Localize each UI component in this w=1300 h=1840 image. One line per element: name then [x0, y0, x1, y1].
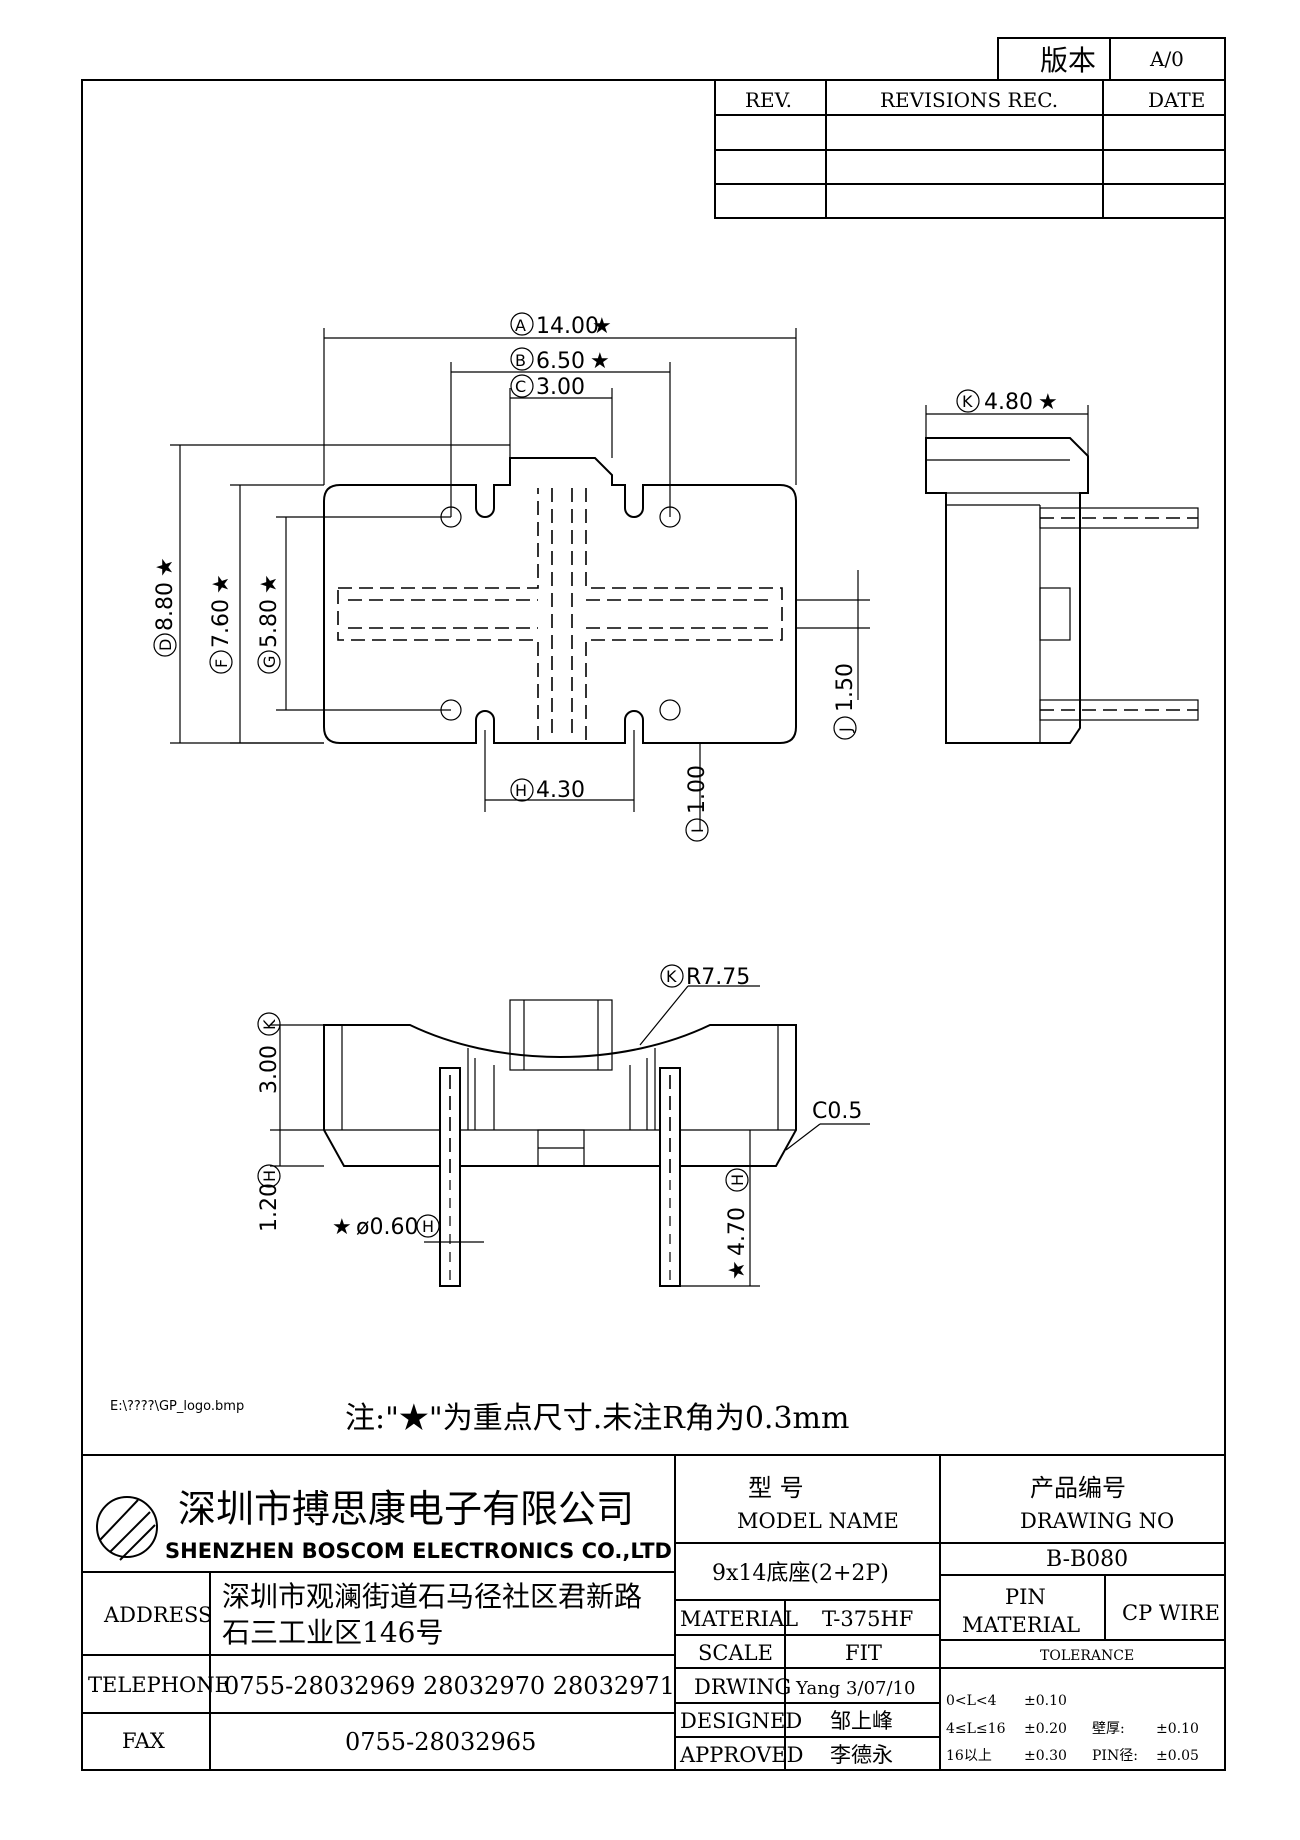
- approved-label: APPROVED: [679, 1743, 803, 1767]
- company-logo: [96, 1496, 158, 1561]
- revision-table: REV. REVISIONS REC. DATE: [714, 79, 1226, 219]
- tolerance-row-2-extra-label: 壁厚:: [1092, 1721, 1125, 1737]
- dim-g-value: 5.80: [257, 599, 282, 648]
- dim-f-star: ★: [209, 574, 234, 594]
- scale-label: SCALE: [698, 1641, 773, 1665]
- dim-d-label: D: [156, 639, 175, 651]
- approved-value: 李德永: [830, 1743, 893, 1767]
- dim-d-value: 8.80: [153, 582, 178, 631]
- dim-c-label: C: [515, 377, 526, 396]
- tolerance-label: TOLERANCE: [1040, 1648, 1134, 1664]
- tolerance-row-2-range: 4≤L≤16: [946, 1721, 1006, 1737]
- dim-i-value: 1.00: [685, 765, 710, 814]
- scale-value: FIT: [845, 1641, 882, 1665]
- tolerance-row-1-value: ±0.10: [1024, 1693, 1067, 1709]
- drawing-note: 注:"★"为重点尺寸.未注R角为0.3mm: [345, 1401, 849, 1436]
- front-height-h: 1.20: [257, 1183, 282, 1232]
- telephone-label: TELEPHONE: [88, 1673, 230, 1697]
- dim-b-star: ★: [590, 349, 610, 374]
- dim-a-star: ★: [592, 314, 612, 339]
- dim-c-value: 3.00: [536, 375, 585, 400]
- tolerance-row-3-extra-label: PIN径:: [1092, 1748, 1138, 1764]
- dim-g-star: ★: [257, 574, 282, 594]
- revisions-rec-header: REVISIONS REC.: [880, 88, 1058, 112]
- address-line-2: 石三工业区146号: [222, 1616, 443, 1649]
- dim-b-value: 6.50: [536, 349, 585, 374]
- pin-len-label: H: [728, 1174, 747, 1186]
- file-path: E:\????\GP_logo.bmp: [110, 1399, 244, 1414]
- pin-len-value: 4.70: [725, 1207, 750, 1256]
- model-label-en: MODEL NAME: [737, 1509, 899, 1533]
- front-h-label: H: [260, 1170, 279, 1182]
- company-name-cn: 深圳市搏思康电子有限公司: [178, 1487, 634, 1531]
- front-height-k: 3.00: [257, 1045, 282, 1094]
- model-value: 9x14底座(2+2P): [712, 1561, 889, 1586]
- dim-h-value: 4.30: [536, 778, 585, 803]
- dim-k-label: K: [962, 392, 973, 411]
- dim-f-label: F: [212, 659, 231, 668]
- drawing-label-en: DRAWING NO: [1020, 1509, 1174, 1533]
- tolerance-row-3-value: ±0.30: [1024, 1748, 1067, 1764]
- drwing-value: Yang 3/07/10: [795, 1678, 915, 1699]
- tolerance-row-3-extra-value: ±0.05: [1156, 1748, 1199, 1764]
- rev-header: REV.: [745, 88, 792, 112]
- drawing-value: B-B080: [1046, 1547, 1128, 1572]
- chamfer-value: C0.5: [812, 1099, 862, 1124]
- drwing-label: DRWING: [694, 1675, 791, 1699]
- version-box: 版本 A/0: [997, 37, 1226, 81]
- designed-label: DESIGNED: [680, 1709, 802, 1733]
- telephone-value: 0755-28032969 28032970 28032971: [224, 1672, 675, 1700]
- pin-dia-label: H: [422, 1217, 434, 1236]
- tolerance-row-3-range: 16以上: [946, 1748, 992, 1764]
- side-view: K 4.80 ★: [925, 389, 1199, 744]
- front-k-label: K: [260, 1019, 279, 1030]
- fax-label: FAX: [122, 1729, 165, 1753]
- date-header: DATE: [1148, 88, 1205, 112]
- pin-label-2: MATERIAL: [962, 1613, 1080, 1637]
- dim-k-value: 4.80: [984, 390, 1033, 415]
- tolerance-row-2-extra-value: ±0.10: [1156, 1721, 1199, 1737]
- title-block: 深圳市搏思康电子有限公司 SHENZHEN BOSCOM ELECTRONICS…: [81, 1454, 1226, 1771]
- tolerance-row-1-range: 0<L<4: [946, 1693, 997, 1709]
- drawing-label-cn: 产品编号: [1030, 1474, 1126, 1502]
- dim-b-label: B: [515, 351, 526, 370]
- company-name-en: SHENZHEN BOSCOM ELECTRONICS CO.,LTD: [165, 1539, 672, 1563]
- pin-value: CP WIRE: [1122, 1601, 1220, 1625]
- dim-i-label: I: [688, 828, 707, 833]
- pin-len-star: ★: [725, 1260, 750, 1280]
- dim-d-star: ★: [153, 557, 178, 577]
- dim-j-value: 1.50: [833, 663, 858, 712]
- pin-label-1: PIN: [1005, 1585, 1046, 1609]
- material-label: MATERIAL: [680, 1607, 798, 1631]
- radius-value: R7.75: [686, 965, 750, 990]
- tolerance-row-2-value: ±0.20: [1024, 1721, 1067, 1737]
- address-label: ADDRESS: [103, 1603, 212, 1627]
- dim-k-star: ★: [1038, 390, 1058, 415]
- pin-dia-star: ★: [332, 1215, 352, 1240]
- version-value: A/0: [1149, 47, 1184, 71]
- designed-value: 邹上峰: [830, 1709, 893, 1733]
- dim-a-label: A: [515, 316, 526, 335]
- dim-f-value: 7.60: [209, 599, 234, 648]
- pin-dia-value: ø0.60: [356, 1215, 418, 1240]
- address-line-1: 深圳市观澜街道石马径社区君新路: [222, 1580, 642, 1613]
- version-label: 版本: [1040, 44, 1096, 77]
- fax-value: 0755-28032965: [345, 1728, 536, 1756]
- dim-j-label: J: [836, 727, 855, 733]
- front-view: K R7.75 C0.5 K 3.00 H 1.20 ★ ø0.60 H: [257, 964, 870, 1287]
- material-value: T-375HF: [822, 1607, 913, 1631]
- radius-k-label: K: [666, 967, 677, 986]
- dim-a-value: 14.00: [536, 314, 599, 339]
- dim-h-label: H: [515, 781, 527, 800]
- top-view: A 14.00 ★ B 6.50 ★ C 3.00 D 8.80 ★: [153, 312, 870, 842]
- model-label-cn: 型 号: [748, 1474, 804, 1502]
- dim-g-label: G: [260, 656, 279, 668]
